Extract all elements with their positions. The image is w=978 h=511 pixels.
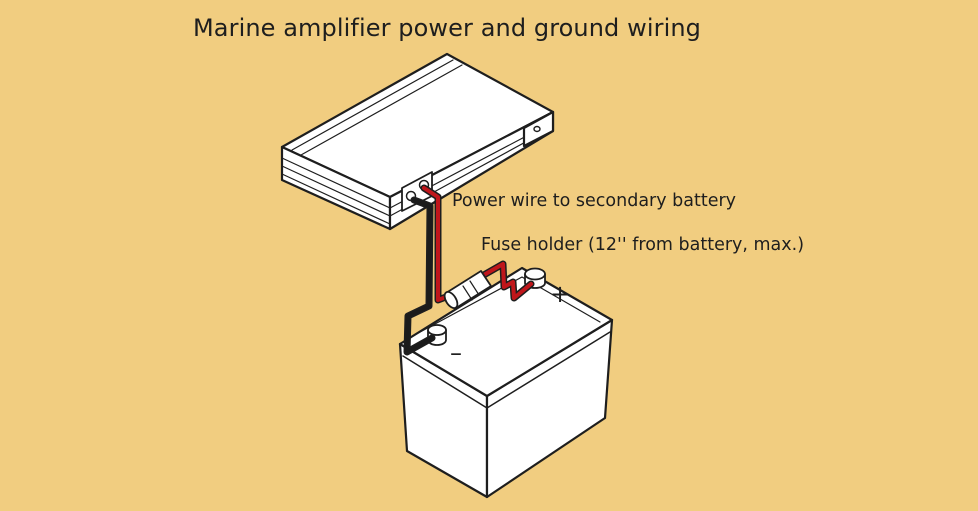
battery-top-face — [398, 266, 614, 398]
mounting-tab — [522, 110, 555, 148]
positive-sign: + — [550, 280, 570, 308]
power-wire-label: Power wire to secondary battery — [452, 191, 737, 211]
fuse-holder-label: Fuse holder (12'' from battery, max.) — [481, 235, 805, 255]
positive-terminal — [524, 267, 546, 289]
fuse-holder — [443, 270, 492, 309]
battery — [398, 266, 614, 499]
diagram-title: Marine amplifier power and ground wiring — [193, 14, 701, 42]
amplifier — [280, 52, 555, 231]
negative-sign: – — [450, 339, 462, 367]
